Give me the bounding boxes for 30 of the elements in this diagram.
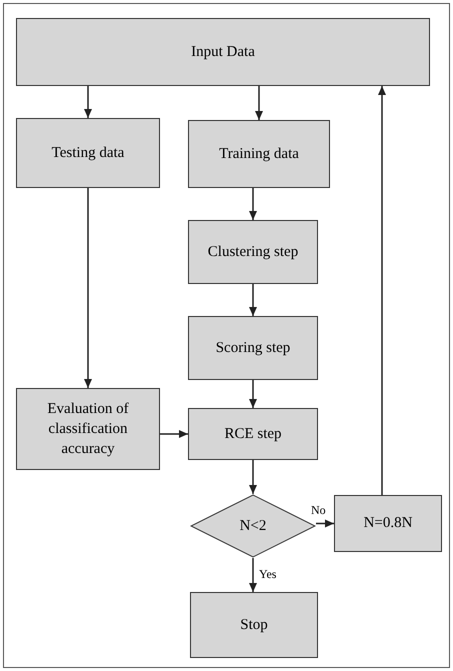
arrow: [249, 460, 257, 494]
node-label: Testing data: [52, 144, 124, 163]
node-label: Clustering step: [208, 242, 298, 262]
node-label: Scoring step: [216, 338, 290, 358]
node-label: Training data: [219, 144, 299, 164]
arrow: [84, 188, 92, 388]
arrow: [378, 86, 386, 495]
node-label: Stop: [240, 616, 268, 635]
process-box: [190, 592, 318, 658]
process-box: [334, 495, 442, 552]
node-label: Evaluation of classification accuracy: [46, 400, 130, 460]
arrow: [255, 86, 263, 120]
process-box: [16, 18, 430, 86]
process-box: [16, 118, 160, 188]
process-box: [188, 220, 318, 284]
arrow: [160, 430, 188, 438]
arrow: [249, 188, 257, 220]
arrow: [84, 86, 92, 118]
process-box: [188, 316, 318, 380]
process-box: [188, 408, 318, 460]
node-label: N=0.8N: [364, 514, 412, 534]
process-box: [188, 120, 330, 188]
arrow: [316, 520, 334, 528]
node-label: RCE step: [224, 424, 282, 444]
node-label: Input Data: [191, 42, 255, 62]
node-label: N<2: [240, 516, 266, 536]
process-box: [16, 388, 160, 470]
arrow: [249, 284, 257, 316]
arrow: [249, 380, 257, 408]
arrow: [249, 558, 257, 592]
